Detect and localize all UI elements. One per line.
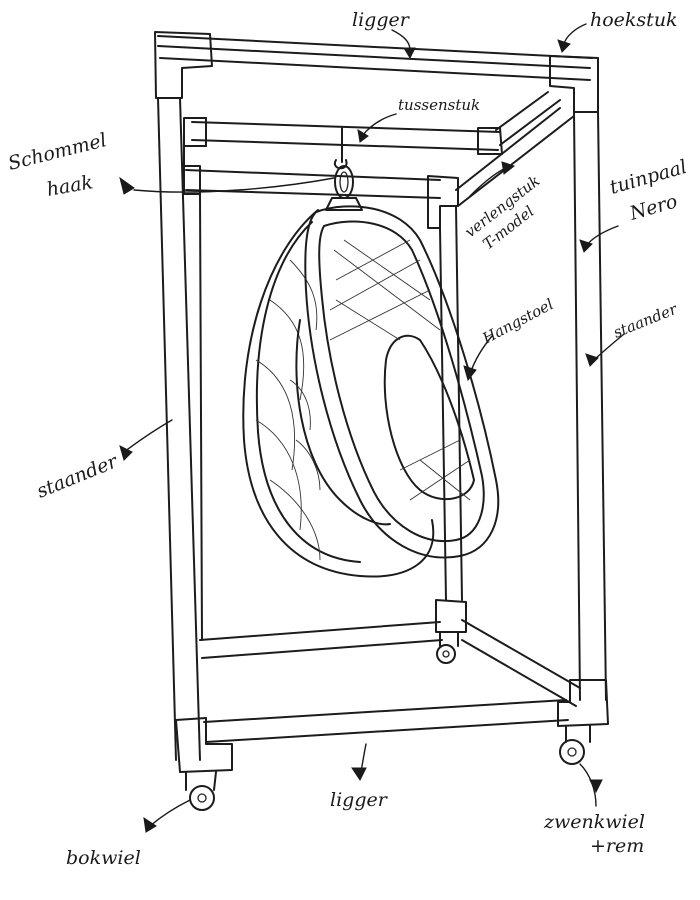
- corner-block-bottom-left: [175, 717, 233, 773]
- upper-rear-beam: [185, 169, 441, 199]
- label-schommelhaak-1: Schommel: [6, 129, 109, 175]
- bottom-rear-connector: [435, 599, 467, 633]
- bottom-rear-beam: [199, 621, 443, 659]
- label-schommelhaak-2: haak: [45, 171, 95, 201]
- label-tuinpaal-1: tuinpaal: [607, 156, 689, 199]
- corner-block-bottom-right: [557, 679, 609, 727]
- label-zwenkwiel-2: +rem: [590, 835, 644, 857]
- chair-seat-opening: [383, 334, 475, 500]
- top-side-beam-right: [495, 91, 561, 146]
- swivel-caster-rear: [436, 631, 459, 664]
- t-connector: [427, 175, 459, 229]
- swing-hook: [325, 127, 363, 211]
- side-diagonal-beam: [455, 107, 575, 207]
- label-ligger-top: ligger: [352, 9, 411, 31]
- label-hangstoel: Hangstoel: [479, 295, 557, 348]
- label-staander-left: staander: [34, 450, 123, 503]
- corner-block-top-left: [154, 31, 213, 99]
- chair-outer-shell: [242, 209, 435, 578]
- swivel-caster-front: [559, 725, 591, 765]
- bottom-front-beam: [203, 699, 569, 743]
- post-front-left: [157, 97, 201, 761]
- annotation-arrows: [119, 23, 625, 833]
- label-staander-right: staander: [611, 300, 681, 342]
- label-tuinpaal-2: Nero: [626, 190, 680, 225]
- post-front-right: [573, 111, 607, 701]
- corner-block-mid-left: [183, 117, 207, 147]
- bottom-side-beam: [461, 619, 581, 707]
- top-front-beam: [157, 35, 593, 81]
- label-tussenstuk: tussenstuk: [398, 96, 480, 114]
- label-zwenkwiel-1: zwenkwiel: [543, 811, 645, 833]
- label-hoekstuk: hoekstuk: [590, 9, 678, 31]
- post-rear-left: [183, 145, 203, 641]
- top-middle-beam: [191, 121, 501, 151]
- frame: [154, 31, 609, 811]
- chair-front-rim: [304, 205, 500, 559]
- label-ligger-bottom: ligger: [330, 789, 389, 811]
- labels: ligger hoekstuk tussenstuk Schommel haak…: [6, 9, 690, 869]
- fixed-caster: [185, 771, 217, 811]
- label-bokwiel: bokwiel: [66, 847, 141, 869]
- hanging-chair: [242, 205, 500, 578]
- corner-block-top-right: [549, 55, 599, 113]
